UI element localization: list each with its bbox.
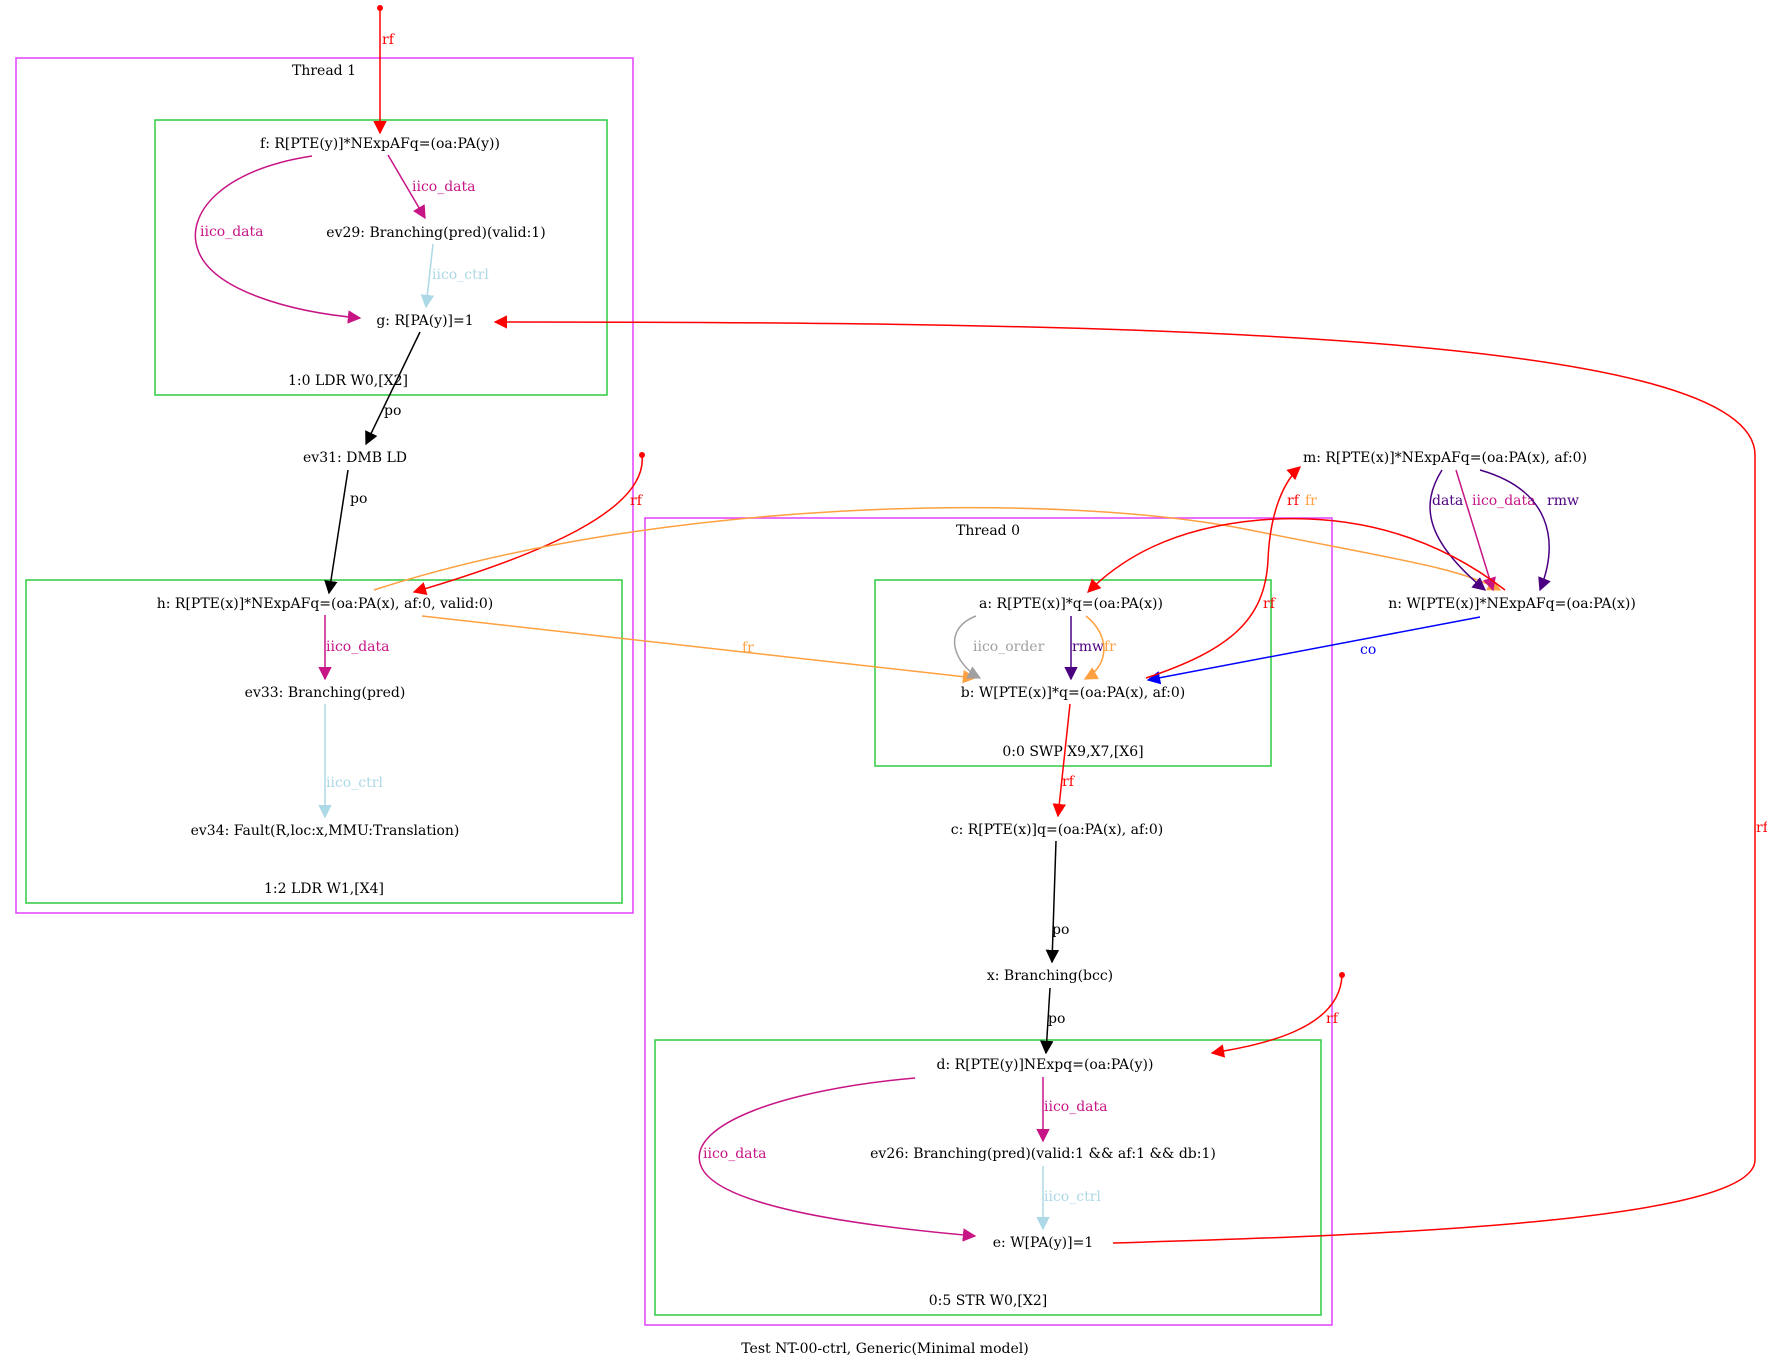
edge-label-iico-ctrl-ev33-ev34: iico_ctrl bbox=[326, 775, 383, 791]
edge-rf-init-h bbox=[412, 454, 643, 596]
event-ev33[interactable]: ev33: Branching(pred) bbox=[245, 685, 406, 701]
event-a[interactable]: a: R[PTE(x)]*q=(oa:PA(x)) bbox=[979, 596, 1163, 612]
edge-fr-h-n bbox=[373, 506, 1502, 591]
instr-cluster-1-0 bbox=[154, 119, 608, 396]
edge-fr-h-b bbox=[421, 615, 977, 684]
edge-label-iico-order-a-b: iico_order bbox=[973, 639, 1045, 655]
event-d[interactable]: d: R[PTE(y)]NExpq=(oa:PA(y)) bbox=[937, 1057, 1154, 1073]
edge-label-rf-m: rf bbox=[1287, 493, 1301, 509]
instr-label-0-0: 0:0 SWP X9,X7,[X6] bbox=[1002, 744, 1143, 760]
edge-label-iico-data-f-ev29: iico_data bbox=[412, 179, 476, 195]
instr-cluster-1-2 bbox=[25, 579, 623, 904]
instr-cluster-0-5 bbox=[654, 1039, 1322, 1316]
edge-label-iico-ctrl-ev26-e: iico_ctrl bbox=[1044, 1189, 1101, 1205]
event-n[interactable]: n: W[PTE(x)]*NExpAFq=(oa:PA(x)) bbox=[1388, 596, 1636, 612]
edge-iico-ctrl-ev29-g bbox=[420, 243, 435, 309]
event-h[interactable]: h: R[PTE(x)]*NExpAFq=(oa:PA(x), af:0, va… bbox=[157, 596, 494, 612]
event-x[interactable]: x: Branching(bcc) bbox=[987, 968, 1113, 984]
edge-rf-n-a bbox=[1087, 517, 1506, 593]
instr-label-1-2: 1:2 LDR W1,[X4] bbox=[264, 881, 384, 897]
edge-label-rmw-a-b: rmw bbox=[1072, 639, 1104, 655]
edge-po-ev31-h bbox=[324, 469, 349, 595]
edge-label-rf-h: rf bbox=[630, 493, 644, 509]
event-ev26[interactable]: ev26: Branching(pred)(valid:1 && af:1 &&… bbox=[870, 1146, 1216, 1162]
edge-label-rf-b-c: rf bbox=[1062, 774, 1076, 790]
event-f[interactable]: f: R[PTE(y)]*NExpAFq=(oa:PA(y)) bbox=[260, 136, 500, 152]
event-g[interactable]: g: R[PA(y)]=1 bbox=[376, 313, 473, 329]
event-c[interactable]: c: R[PTE(x)]q=(oa:PA(x), af:0) bbox=[951, 822, 1164, 838]
edge-po-g-ev31 bbox=[365, 331, 421, 446]
edge-data-m-n bbox=[1429, 469, 1487, 591]
edge-label-fr-n: fr bbox=[1305, 493, 1317, 509]
edge-label-iico-data-m-n: iico_data bbox=[1472, 493, 1536, 509]
diagram-caption: Test NT-00-ctrl, Generic(Minimal model) bbox=[741, 1341, 1028, 1357]
edge-label-fr-a-b: fr bbox=[1104, 639, 1116, 655]
edge-label-rf-b-m: rf bbox=[1263, 596, 1277, 612]
edge-fr-a-b bbox=[1083, 615, 1105, 680]
edge-po-c-x bbox=[1045, 840, 1060, 964]
event-ev34[interactable]: ev34: Fault(R,loc:x,MMU:Translation) bbox=[191, 823, 460, 839]
edge-po-x-d bbox=[1040, 987, 1054, 1055]
edge-iico-data-d-e bbox=[698, 1077, 977, 1242]
edge-label-co-n-b: co bbox=[1360, 642, 1376, 658]
edge-label-fr-h-b: fr bbox=[742, 640, 754, 656]
edge-iico-data-f-ev29 bbox=[387, 154, 426, 220]
edge-rf-e-g bbox=[493, 315, 1756, 1244]
edge-label-iico-data-h-ev33: iico_data bbox=[326, 639, 390, 655]
edge-rf-b-c bbox=[1052, 703, 1071, 818]
edge-iico-data-m-n bbox=[1455, 469, 1496, 592]
instr-label-1-0: 1:0 LDR W0,[X2] bbox=[288, 373, 408, 389]
edge-label-iico-data-f-g: iico_data bbox=[200, 224, 264, 240]
edge-iico-data-f-g bbox=[194, 155, 362, 324]
thread0-cluster bbox=[644, 517, 1333, 1326]
edge-label-iico-ctrl-ev29-g: iico_ctrl bbox=[432, 267, 489, 283]
event-ev29[interactable]: ev29: Branching(pred)(valid:1) bbox=[326, 225, 545, 241]
edge-label-rf-e-g: rf bbox=[1756, 820, 1767, 836]
edge-label-iico-data-d-ev26: iico_data bbox=[1044, 1099, 1108, 1115]
thread1-title: Thread 1 bbox=[292, 63, 356, 79]
edge-label-po-c-x: po bbox=[1052, 922, 1069, 938]
edge-label-rf-f: rf bbox=[382, 32, 396, 48]
event-m[interactable]: m: R[PTE(x)]*NExpAFq=(oa:PA(x), af:0) bbox=[1303, 450, 1587, 466]
thread0-title: Thread 0 bbox=[956, 523, 1020, 539]
instr-cluster-0-0 bbox=[874, 579, 1272, 767]
edge-label-rf-d: rf bbox=[1326, 1011, 1340, 1027]
event-b[interactable]: b: W[PTE(x)]*q=(oa:PA(x), af:0) bbox=[961, 685, 1185, 701]
edge-rf-b-m bbox=[1145, 466, 1302, 679]
edge-rf-init-d bbox=[1210, 974, 1343, 1058]
edge-label-rmw-m-n: rmw bbox=[1547, 493, 1579, 509]
edge-label-po-ev31-h: po bbox=[350, 491, 367, 507]
instr-label-0-5: 0:5 STR W0,[X2] bbox=[929, 1293, 1047, 1309]
edge-label-data-m-n: data bbox=[1432, 493, 1463, 509]
event-e[interactable]: e: W[PA(y)]=1 bbox=[993, 1235, 1093, 1251]
edge-label-po-g-ev31: po bbox=[384, 403, 401, 419]
edge-iico-order-a-b bbox=[953, 615, 982, 679]
event-ev31[interactable]: ev31: DMB LD bbox=[303, 450, 407, 466]
edge-co-n-b bbox=[1146, 616, 1481, 685]
edge-label-iico-data-d-e: iico_data bbox=[703, 1146, 767, 1162]
edge-rmw-m-n bbox=[1479, 469, 1551, 592]
edge-label-po-x-d: po bbox=[1048, 1011, 1065, 1027]
